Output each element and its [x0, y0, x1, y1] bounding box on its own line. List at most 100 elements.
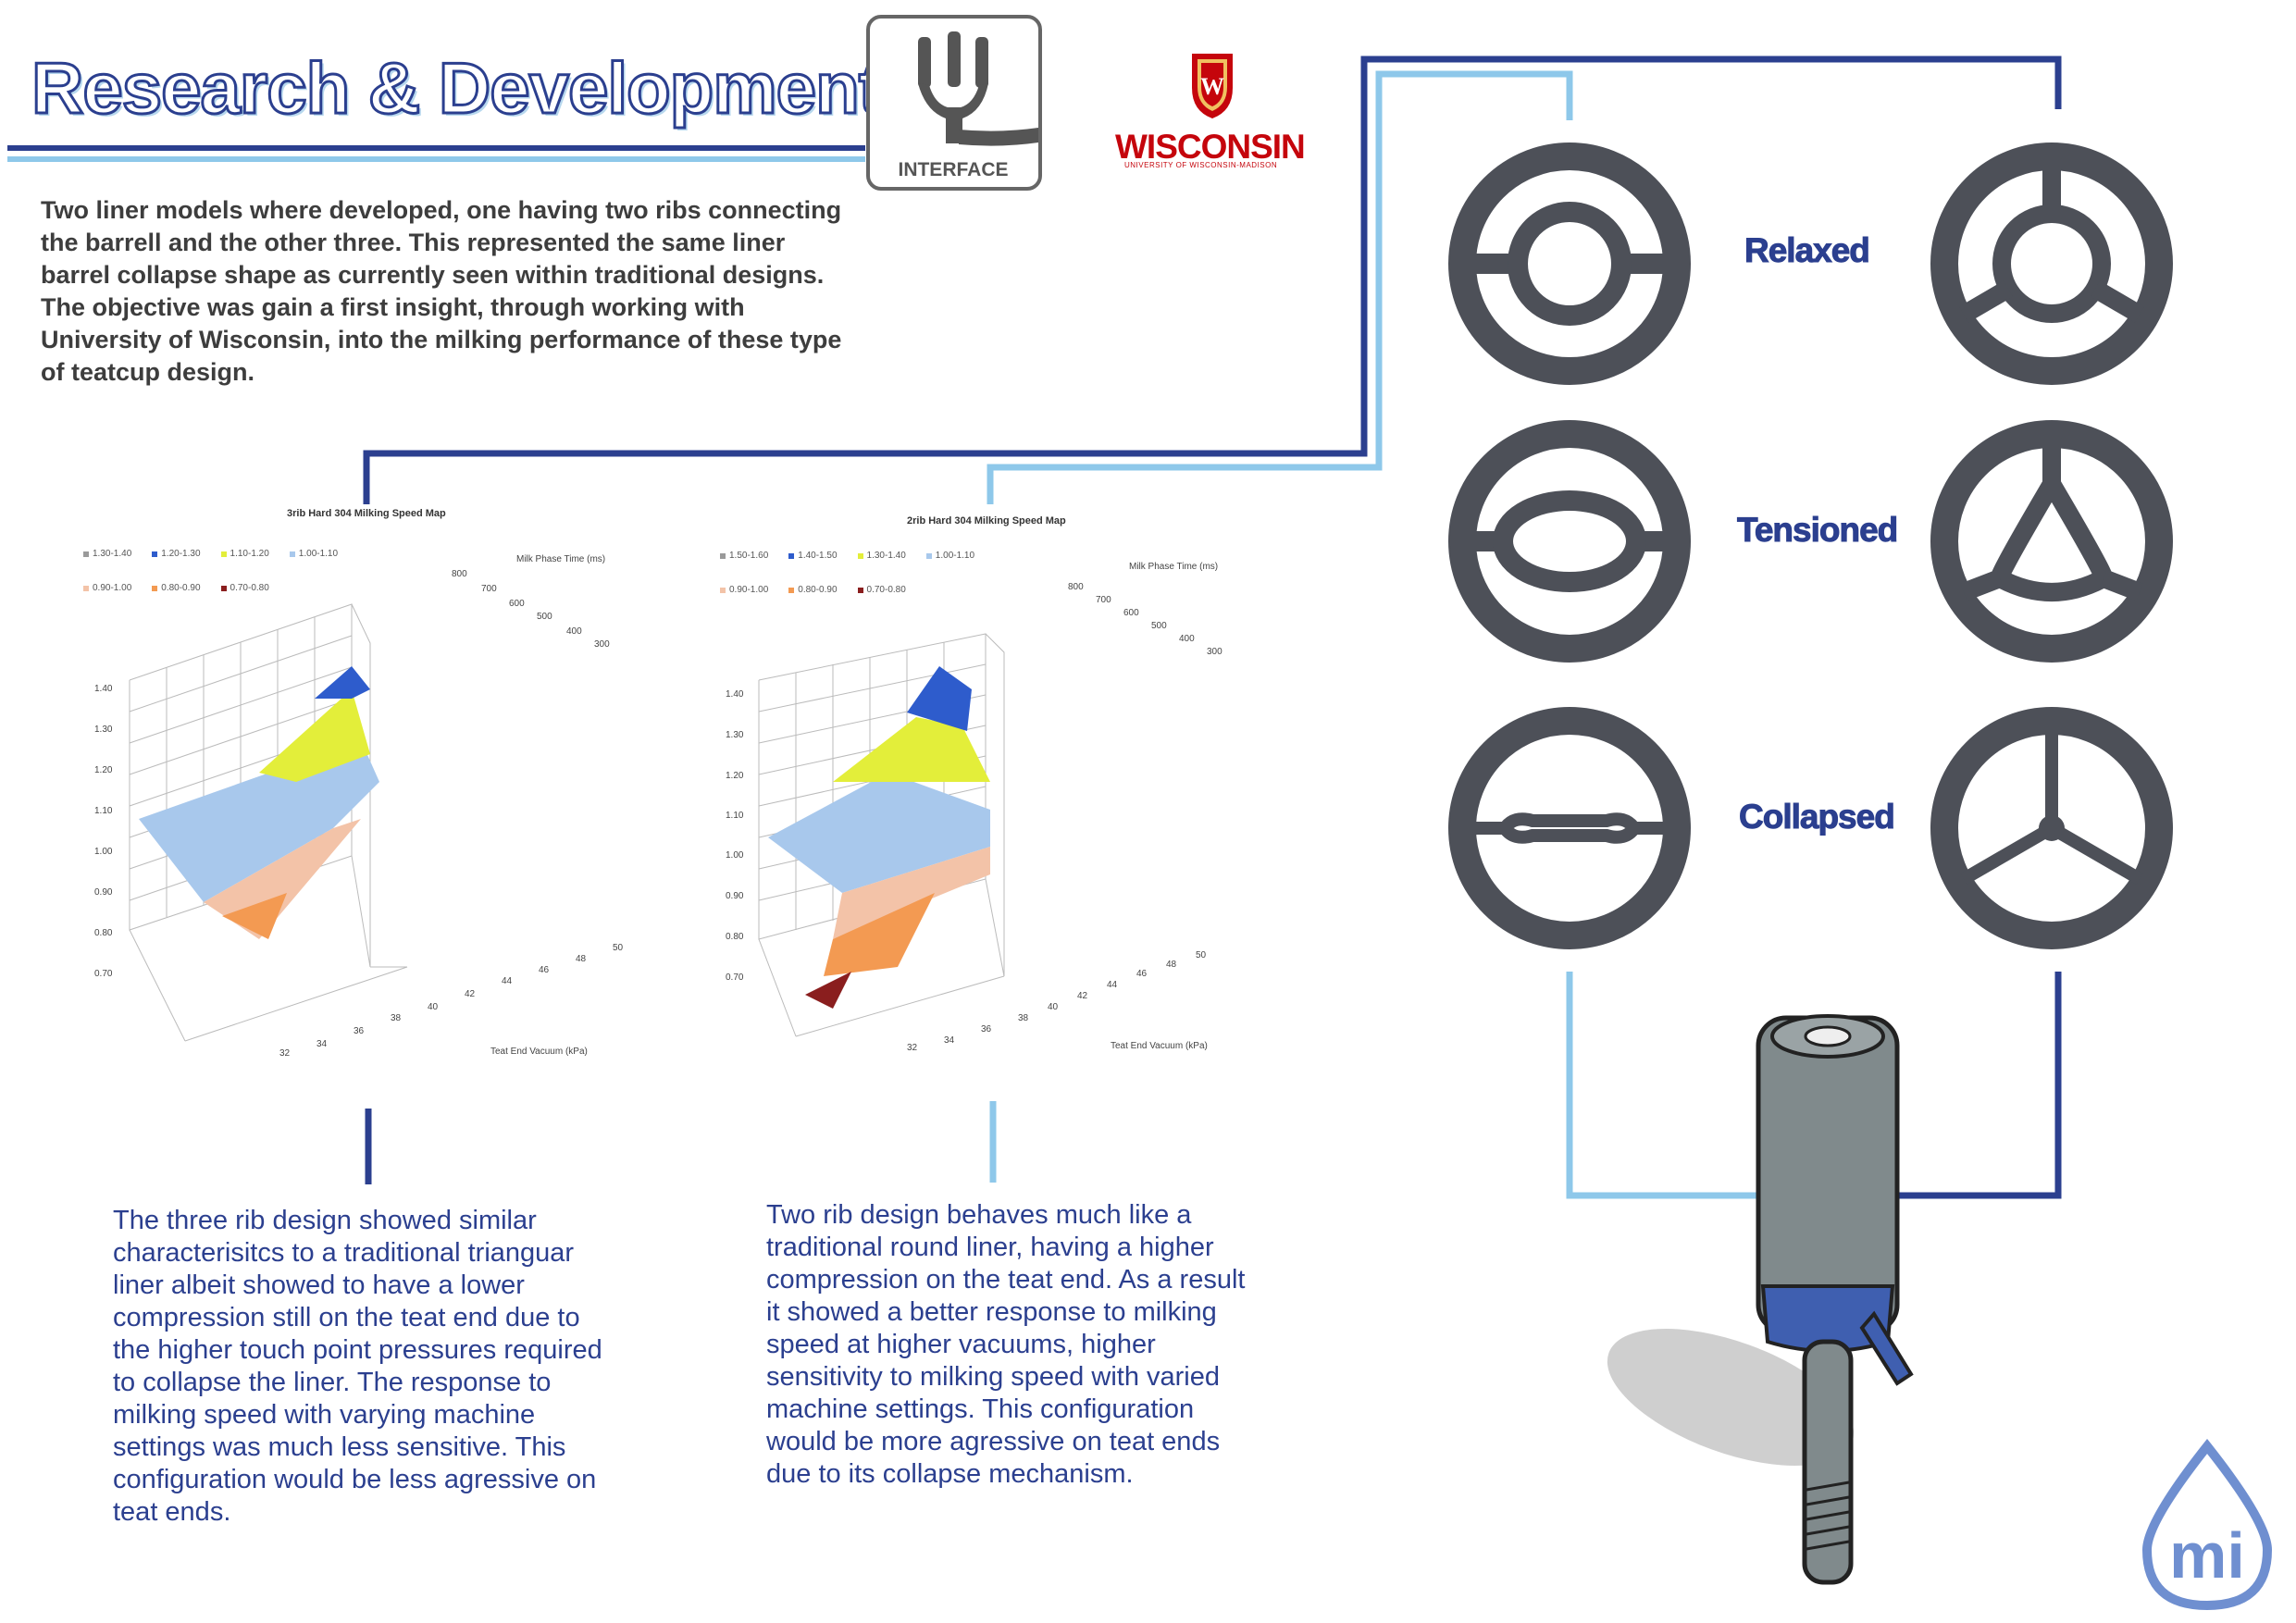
z-tick: 0.80 — [726, 932, 744, 942]
legend-item: 0.90-1.00 — [720, 585, 768, 595]
surface-band — [805, 972, 851, 1009]
y-tick: 700 — [1096, 595, 1111, 605]
x-tick: 38 — [391, 1013, 402, 1023]
surface-band — [259, 689, 370, 782]
x-tick: 38 — [1018, 1013, 1029, 1023]
z-tick: 0.90 — [94, 887, 113, 898]
y-tick: 600 — [509, 599, 525, 609]
legend-item: 1.40-1.50 — [788, 551, 838, 561]
z-tick: 1.20 — [726, 771, 744, 781]
legend-item: 1.30-1.40 — [83, 549, 131, 559]
x-tick: 48 — [576, 954, 587, 964]
z-tick: 0.90 — [726, 891, 744, 901]
y-tick: 500 — [537, 612, 552, 622]
mi-logo-icon: mi — [2141, 1439, 2273, 1611]
surface-plot: 1.40 1.30 1.20 1.10 1.00 0.90 0.80 0.70 … — [94, 554, 624, 1059]
svg-text:W: W — [1200, 73, 1224, 100]
two-rib-description: Two rib design behaves much like a tradi… — [766, 1200, 1246, 1489]
state-label-tensioned: Tensioned — [1736, 511, 1898, 550]
x-tick: 46 — [1136, 969, 1148, 979]
y-tick: 600 — [1123, 608, 1139, 618]
legend-item: 0.90-1.00 — [83, 583, 131, 593]
interface-logo — [866, 15, 1042, 191]
z-tick: 1.00 — [94, 847, 113, 857]
legend-item: 1.20-1.30 — [152, 549, 201, 559]
x-tick: 48 — [1166, 960, 1177, 970]
x-tick: 36 — [981, 1024, 992, 1035]
z-tick: 1.10 — [726, 811, 744, 821]
teatcup-illustration — [1607, 1014, 1914, 1585]
interface-label: INTERFACE — [898, 159, 1009, 180]
chart-legend: 1.50-1.60 1.40-1.50 1.30-1.40 1.00-1.10 … — [720, 551, 1025, 595]
x-tick: 40 — [1048, 1002, 1059, 1012]
three-rib-tensioned-icon — [1944, 434, 2159, 649]
y-tick: 400 — [1179, 634, 1195, 644]
x-tick: 42 — [465, 989, 476, 999]
university-subtitle: UNIVERSITY OF WISCONSIN-MADISON — [1124, 161, 1278, 169]
legend-item: 1.00-1.10 — [289, 549, 338, 559]
x-tick: 50 — [1196, 950, 1207, 960]
university-name: WISCONSIN — [1115, 128, 1306, 166]
legend-item: 0.80-0.90 — [788, 585, 838, 595]
x-axis-title: Teat End Vacuum (kPa) — [1111, 1041, 1208, 1051]
state-label-collapsed: Collapsed — [1739, 798, 1896, 836]
surface-band — [907, 666, 972, 731]
legend-item: 0.80-0.90 — [152, 583, 201, 593]
surface-band — [824, 893, 935, 976]
milking-cluster-icon — [918, 31, 1038, 146]
svg-text:mi: mi — [2169, 1519, 2245, 1592]
three-rib-description: The three rib design showed similar char… — [113, 1206, 602, 1527]
x-tick: 34 — [316, 1039, 328, 1049]
uw-crest-icon: W — [1192, 54, 1233, 118]
z-tick: 1.30 — [94, 725, 113, 735]
z-tick: 1.40 — [726, 689, 744, 700]
legend-item: 0.70-0.80 — [857, 585, 906, 595]
surface-band — [768, 773, 990, 893]
surface-band — [315, 666, 370, 699]
legend-item: 1.50-1.60 — [720, 551, 768, 561]
surface-band — [833, 717, 990, 782]
intro-paragraph: Two liner models where developed, one ha… — [41, 196, 842, 386]
z-tick: 1.40 — [94, 684, 113, 694]
chart-title: 3rib Hard 304 Milking Speed Map — [287, 508, 446, 519]
z-tick: 0.70 — [94, 969, 113, 979]
surface-plot: 1.40 1.30 1.20 1.10 1.00 0.90 0.80 0.70 … — [726, 562, 1222, 1053]
x-tick: 44 — [502, 976, 513, 986]
y-tick: 500 — [1151, 621, 1167, 631]
x-tick: 40 — [428, 1002, 439, 1012]
surface-band — [833, 847, 990, 939]
x-tick: 46 — [539, 965, 550, 975]
z-tick: 1.10 — [94, 806, 113, 816]
chart-3rib: 3rib Hard 304 Milking Speed Map 1.30-1.4… — [74, 504, 666, 1069]
chart-title: 2rib Hard 304 Milking Speed Map — [907, 515, 1066, 527]
z-tick: 1.00 — [726, 850, 744, 861]
three-rib-relaxed-icon — [1944, 156, 2159, 371]
legend-item: 0.70-0.80 — [220, 583, 269, 593]
legend-item: 1.10-1.20 — [220, 549, 269, 559]
x-axis-title: Teat End Vacuum (kPa) — [490, 1047, 588, 1057]
chart-legend: 1.30-1.40 1.20-1.30 1.10-1.20 1.00-1.10 … — [83, 549, 398, 593]
state-label-relaxed: Relaxed — [1744, 231, 1871, 270]
x-tick: 32 — [907, 1043, 918, 1053]
x-tick: 32 — [279, 1048, 291, 1059]
surface-band — [139, 740, 379, 902]
x-tick: 36 — [354, 1026, 365, 1036]
legend-item: 1.30-1.40 — [857, 551, 906, 561]
liner-diagrams — [1425, 139, 2277, 972]
z-tick: 1.30 — [726, 730, 744, 740]
x-tick: 42 — [1077, 991, 1088, 1001]
y-tick: 300 — [594, 639, 610, 650]
x-tick: 44 — [1107, 980, 1118, 990]
y-tick: 800 — [1068, 582, 1084, 592]
y-tick: 700 — [481, 584, 497, 594]
two-rib-collapsed-icon — [1462, 721, 1677, 935]
y-tick: 800 — [452, 569, 467, 579]
z-tick: 0.70 — [726, 973, 744, 983]
z-tick: 1.20 — [94, 765, 113, 775]
two-rib-relaxed-icon — [1462, 156, 1677, 371]
y-tick: 400 — [566, 626, 582, 637]
legend-item: 1.00-1.10 — [925, 551, 974, 561]
x-tick: 34 — [944, 1035, 955, 1046]
surface-band — [222, 893, 287, 939]
